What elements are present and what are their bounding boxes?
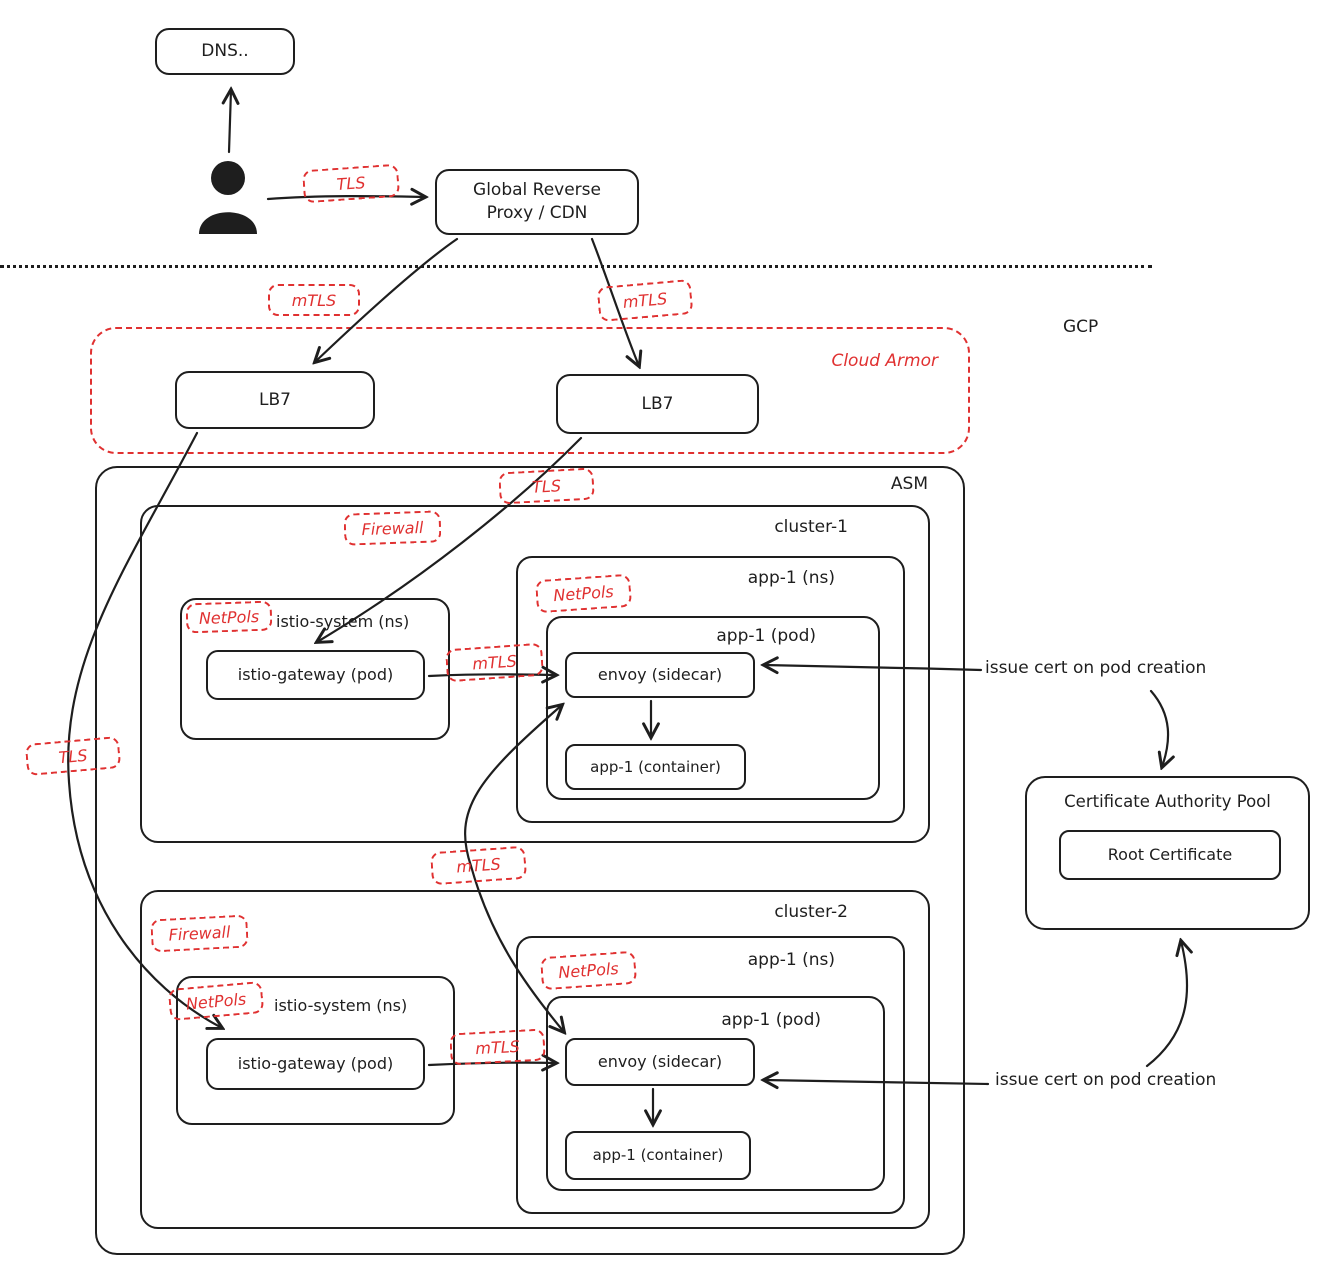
- asm-label: ASM: [890, 474, 928, 494]
- issue-cert-note-top: issue cert on pod creation: [985, 658, 1207, 678]
- cluster1-istio-system-label: istio-system (ns): [276, 612, 410, 631]
- chip-mtls-to-lb7-right: mTLS: [596, 278, 694, 323]
- chip-firewall-cluster2: Firewall: [150, 914, 249, 953]
- cloud-armor-label: Cloud Armor: [831, 351, 938, 371]
- chip-tls-to-cluster1: TLS: [498, 467, 595, 505]
- tls-label: TLS: [57, 745, 89, 767]
- chip-mtls-to-lb7-left: mTLS: [268, 284, 360, 316]
- cluster1-app-pod-label: app-1 (pod): [716, 626, 816, 646]
- lb7-label: LB7: [259, 389, 291, 410]
- istio-gateway-label: istio-gateway (pod): [237, 665, 394, 685]
- chip-netpols-cluster1-app-ns: NetPols: [534, 573, 633, 614]
- root-certificate-label: Root Certificate: [1107, 845, 1233, 865]
- root-certificate-node: Root Certificate: [1059, 830, 1281, 880]
- firewall-label: Firewall: [361, 517, 424, 539]
- cluster2-label: cluster-2: [774, 902, 848, 922]
- user-icon: [199, 161, 257, 234]
- cluster1-label: cluster-1: [774, 517, 848, 537]
- chip-netpols-cluster2-app-ns: NetPols: [539, 950, 638, 991]
- ca-pool-label: Certificate Authority Pool: [1064, 792, 1271, 811]
- cluster2-envoy-node: envoy (sidecar): [565, 1038, 755, 1086]
- netpols-label: NetPols: [185, 988, 247, 1014]
- chip-mtls-cross-cluster: mTLS: [429, 845, 528, 886]
- cluster1-app-ns-container: app-1 (ns): [516, 556, 905, 823]
- cluster2-istio-system-label: istio-system (ns): [274, 996, 408, 1015]
- app-container-label: app-1 (container): [592, 1146, 724, 1165]
- global-reverse-proxy-node: Global Reverse Proxy / CDN: [435, 169, 639, 235]
- cluster1-istio-gateway-node: istio-gateway (pod): [206, 650, 425, 700]
- arrow-issue-cert-bottom-to-ca-pool: [1145, 941, 1187, 1068]
- cluster1-app-ns-label: app-1 (ns): [747, 568, 835, 588]
- lb7-label: LB7: [641, 393, 674, 414]
- chip-tls-user-to-proxy: TLS: [301, 163, 401, 204]
- chip-mtls-cluster1: mTLS: [444, 642, 545, 683]
- tls-label: TLS: [335, 173, 367, 194]
- netpols-label: NetPols: [557, 958, 620, 983]
- app-container-label: app-1 (container): [590, 757, 721, 776]
- mtls-label: mTLS: [471, 651, 518, 674]
- envoy-label: envoy (sidecar): [597, 665, 723, 685]
- lb7-right-node: LB7: [556, 374, 759, 434]
- arrow-issue-cert-top-to-ca-pool: [1149, 689, 1168, 767]
- proxy-label: Global Reverse Proxy / CDN: [473, 180, 601, 223]
- mtls-label: mTLS: [291, 290, 337, 310]
- mtls-label: mTLS: [622, 289, 668, 312]
- cluster1-envoy-node: envoy (sidecar): [565, 652, 755, 698]
- chip-firewall-cluster1: Firewall: [343, 510, 442, 546]
- cluster2-app-container-node: app-1 (container): [565, 1131, 751, 1180]
- tls-label: TLS: [531, 475, 562, 497]
- istio-gateway-label: istio-gateway (pod): [237, 1054, 394, 1074]
- gcp-region-label: GCP: [1063, 317, 1099, 337]
- cluster2-app-pod-label: app-1 (pod): [721, 1010, 821, 1030]
- internet-boundary-divider: [0, 265, 1152, 268]
- cluster1-app-container-node: app-1 (container): [565, 744, 746, 790]
- dns-node: DNS..: [155, 28, 295, 75]
- firewall-label: Firewall: [168, 922, 231, 945]
- mtls-label: mTLS: [455, 854, 502, 877]
- chip-netpols-cluster1-istio-system: NetPols: [185, 600, 273, 634]
- ca-pool-container: Certificate Authority Pool: [1025, 776, 1310, 930]
- cluster2-app-ns-container: app-1 (ns): [516, 936, 905, 1214]
- arrow-user-to-dns: [229, 90, 231, 154]
- issue-cert-note-bottom: issue cert on pod creation: [995, 1070, 1217, 1090]
- netpols-label: NetPols: [198, 606, 260, 628]
- chip-mtls-cluster2: mTLS: [449, 1028, 546, 1066]
- cluster2-istio-gateway-node: istio-gateway (pod): [206, 1038, 425, 1090]
- mtls-label: mTLS: [474, 1036, 521, 1058]
- cluster2-app-ns-label: app-1 (ns): [747, 950, 835, 970]
- dns-label: DNS..: [201, 41, 249, 62]
- lb7-left-node: LB7: [175, 371, 375, 429]
- cluster2-istio-system-container: istio-system (ns): [176, 976, 455, 1125]
- cluster2-app-pod-container: app-1 (pod): [546, 996, 885, 1191]
- envoy-label: envoy (sidecar): [597, 1052, 723, 1072]
- netpols-label: NetPols: [552, 581, 615, 606]
